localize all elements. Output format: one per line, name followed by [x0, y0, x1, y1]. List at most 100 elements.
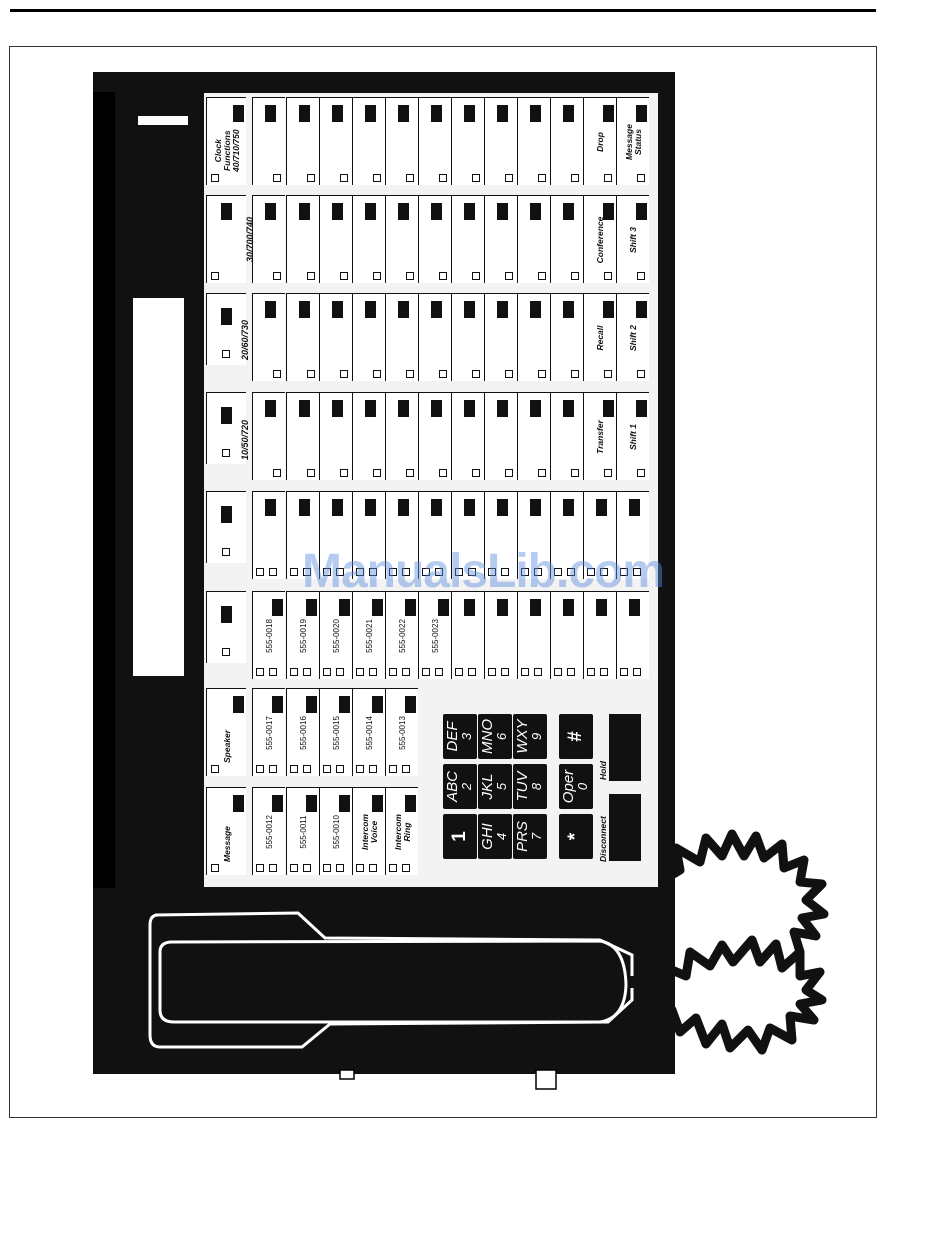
disconnect-button[interactable] [609, 794, 641, 861]
button-face[interactable] [484, 97, 517, 185]
button-face[interactable] [451, 97, 484, 185]
button-face[interactable] [583, 591, 616, 679]
button-face[interactable] [616, 591, 649, 679]
button-face[interactable] [206, 293, 246, 365]
button-face[interactable]: Clock Functions 40/710/750 [206, 97, 246, 185]
button-face[interactable] [517, 392, 550, 480]
button-face[interactable] [286, 97, 319, 185]
button-face[interactable] [206, 392, 246, 464]
button-face[interactable]: Intercom Voice [352, 787, 385, 875]
button-face[interactable] [352, 392, 385, 480]
dial-key[interactable]: # [559, 714, 593, 759]
button-face[interactable] [352, 491, 385, 579]
button-face[interactable] [484, 195, 517, 283]
button-face[interactable] [206, 491, 246, 563]
button-face[interactable]: 555-0016 [286, 688, 319, 776]
button-face[interactable] [385, 293, 418, 381]
button-face[interactable] [550, 591, 583, 679]
button-face[interactable]: 555-0017 [252, 688, 285, 776]
button-face[interactable] [385, 392, 418, 480]
button-face[interactable]: 555-0012 [252, 787, 285, 875]
button-face[interactable]: 555-0018 [252, 591, 285, 679]
button-face[interactable] [451, 392, 484, 480]
button-face[interactable]: Shift 3 [616, 195, 649, 283]
button-face[interactable]: Intercom Ring [385, 787, 418, 875]
button-face[interactable] [451, 591, 484, 679]
button-face[interactable]: 555-0013 [385, 688, 418, 776]
button-face[interactable] [418, 491, 451, 579]
button-face[interactable] [252, 491, 285, 579]
button-face[interactable]: Recall [583, 293, 616, 381]
button-face[interactable] [286, 392, 319, 480]
button-face[interactable] [418, 392, 451, 480]
dial-key[interactable]: * [559, 814, 593, 859]
button-face[interactable]: 555-0020 [319, 591, 352, 679]
button-face[interactable]: Shift 2 [616, 293, 649, 381]
button-face[interactable] [319, 293, 352, 381]
button-face[interactable] [286, 293, 319, 381]
button-face[interactable] [517, 195, 550, 283]
button-face[interactable]: 555-0014 [352, 688, 385, 776]
hold-button[interactable] [609, 714, 641, 781]
button-face[interactable] [517, 97, 550, 185]
button-face[interactable]: 555-0011 [286, 787, 319, 875]
button-face[interactable] [451, 491, 484, 579]
button-face[interactable] [206, 591, 246, 663]
button-face[interactable] [451, 195, 484, 283]
button-face[interactable] [418, 97, 451, 185]
button-face[interactable] [583, 491, 616, 579]
button-face[interactable] [252, 392, 285, 480]
button-face[interactable] [418, 293, 451, 381]
button-face[interactable] [319, 97, 352, 185]
button-face[interactable] [550, 491, 583, 579]
button-face[interactable] [319, 195, 352, 283]
button-face[interactable]: Message Status [616, 97, 649, 185]
button-face[interactable] [550, 97, 583, 185]
button-face[interactable] [550, 293, 583, 381]
button-face[interactable]: 555-0023 [418, 591, 451, 679]
button-face[interactable] [352, 293, 385, 381]
button-face[interactable] [286, 195, 319, 283]
button-face[interactable] [319, 491, 352, 579]
button-face[interactable]: Message [206, 787, 246, 875]
button-face[interactable]: Speaker [206, 688, 246, 776]
button-face[interactable] [550, 392, 583, 480]
button-face[interactable] [517, 293, 550, 381]
button-face[interactable]: 555-0022 [385, 591, 418, 679]
button-face[interactable] [252, 97, 285, 185]
button-face[interactable] [484, 591, 517, 679]
button-face[interactable] [385, 97, 418, 185]
button-face[interactable]: 555-0019 [286, 591, 319, 679]
button-face[interactable] [484, 392, 517, 480]
button-face[interactable] [616, 491, 649, 579]
button-face[interactable] [550, 195, 583, 283]
button-face[interactable] [484, 293, 517, 381]
button-face[interactable] [385, 491, 418, 579]
button-face[interactable]: Drop [583, 97, 616, 185]
button-face[interactable] [385, 195, 418, 283]
button-face[interactable]: 555-0015 [319, 688, 352, 776]
button-face[interactable] [451, 293, 484, 381]
button-face[interactable] [352, 97, 385, 185]
button-face[interactable] [517, 491, 550, 579]
button-face[interactable]: 555-0021 [352, 591, 385, 679]
button-face[interactable] [286, 491, 319, 579]
button-face[interactable]: 555-0010 [319, 787, 352, 875]
button-face[interactable]: Shift 1 [616, 392, 649, 480]
button-face[interactable] [319, 392, 352, 480]
dial-key[interactable]: 1 [443, 814, 477, 859]
button-face[interactable] [418, 195, 451, 283]
button-face[interactable] [352, 195, 385, 283]
button-face[interactable] [252, 293, 285, 381]
button-face[interactable]: Transfer [583, 392, 616, 480]
button-face[interactable] [252, 195, 285, 283]
